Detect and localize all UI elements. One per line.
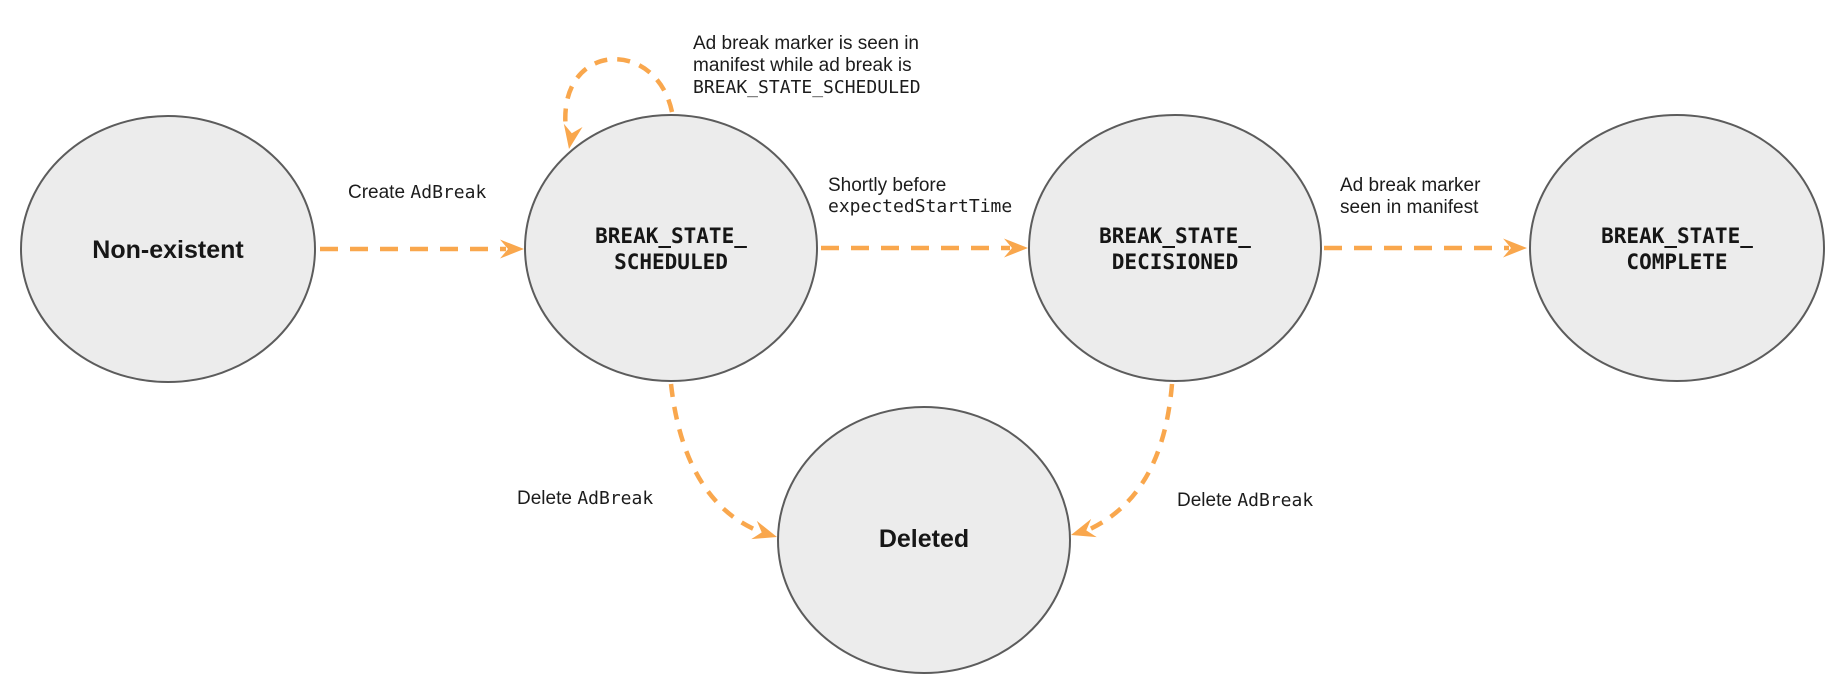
edge-label-to-decisioned: Shortly before expectedStartTime xyxy=(828,175,1012,217)
node-label-line2: SCHEDULED xyxy=(614,250,728,274)
node-label-non-existent: Non-existent xyxy=(92,236,244,264)
node-label-line2: DECISIONED xyxy=(1111,250,1239,274)
edge-label-to-complete-line2: seen in manifest xyxy=(1340,197,1479,218)
node-ellipse-break-state-scheduled xyxy=(524,114,818,382)
edge-to-complete-arrowhead-icon xyxy=(1503,238,1527,258)
edge-delete-from-scheduled-line xyxy=(668,383,757,533)
node-label-line1: BREAK_STATE_ xyxy=(1099,224,1251,248)
edge-to-decisioned-arrowhead-icon xyxy=(1004,238,1028,258)
edge-self-loop-line xyxy=(563,56,675,131)
node-label-line2: COMPLETE xyxy=(1626,250,1728,274)
node-label-break-state-scheduled: BREAK_STATE_ SCHEDULED xyxy=(595,223,747,275)
edge-delete-from-decisioned-arrowhead-icon xyxy=(1071,518,1097,538)
edge-label-delete-code: AdBreak xyxy=(1237,490,1314,511)
node-label-break-state-complete: BREAK_STATE_ COMPLETE xyxy=(1601,223,1753,275)
edge-label-to-decisioned-line1: Shortly before xyxy=(828,175,947,196)
node-ellipse-break-state-decisioned xyxy=(1028,114,1322,382)
node-ellipse-deleted xyxy=(777,406,1071,674)
node-ellipse-non-existent xyxy=(20,115,316,383)
edge-label-self-loop-line2: manifest while ad break is xyxy=(693,55,912,76)
node-label-break-state-decisioned: BREAK_STATE_ DECISIONED xyxy=(1099,223,1251,275)
edge-delete-from-decisioned-line xyxy=(1087,383,1175,533)
edge-label-self-loop-line3-code: BREAK_STATE_SCHEDULED xyxy=(693,77,921,98)
edge-delete-from-scheduled-arrowhead-icon xyxy=(751,520,777,540)
edge-label-create-plain: Create xyxy=(348,182,406,203)
edge-label-create-code: AdBreak xyxy=(410,182,487,203)
edge-label-delete-plain: Delete xyxy=(1177,490,1232,511)
edge-label-self-loop-line1: Ad break marker is seen in xyxy=(693,33,919,54)
node-ellipse-break-state-complete xyxy=(1529,114,1825,382)
edge-label-delete-plain: Delete xyxy=(517,488,572,509)
node-label-deleted: Deleted xyxy=(878,525,970,553)
edge-label-delete-code: AdBreak xyxy=(577,488,654,509)
edge-self-loop-arrowhead-icon xyxy=(563,123,583,149)
node-label-line1: BREAK_STATE_ xyxy=(1601,224,1753,248)
edge-label-to-complete: Ad break marker seen in manifest xyxy=(1340,175,1480,219)
edge-create-adbreak-arrowhead-icon xyxy=(500,239,524,259)
edge-label-self-loop: Ad break marker is seen in manifest whil… xyxy=(693,33,921,99)
edge-label-to-decisioned-line2-code: expectedStartTime xyxy=(828,196,1013,217)
node-label-line1: BREAK_STATE_ xyxy=(595,224,747,248)
edge-label-to-complete-line1: Ad break marker xyxy=(1340,175,1481,196)
